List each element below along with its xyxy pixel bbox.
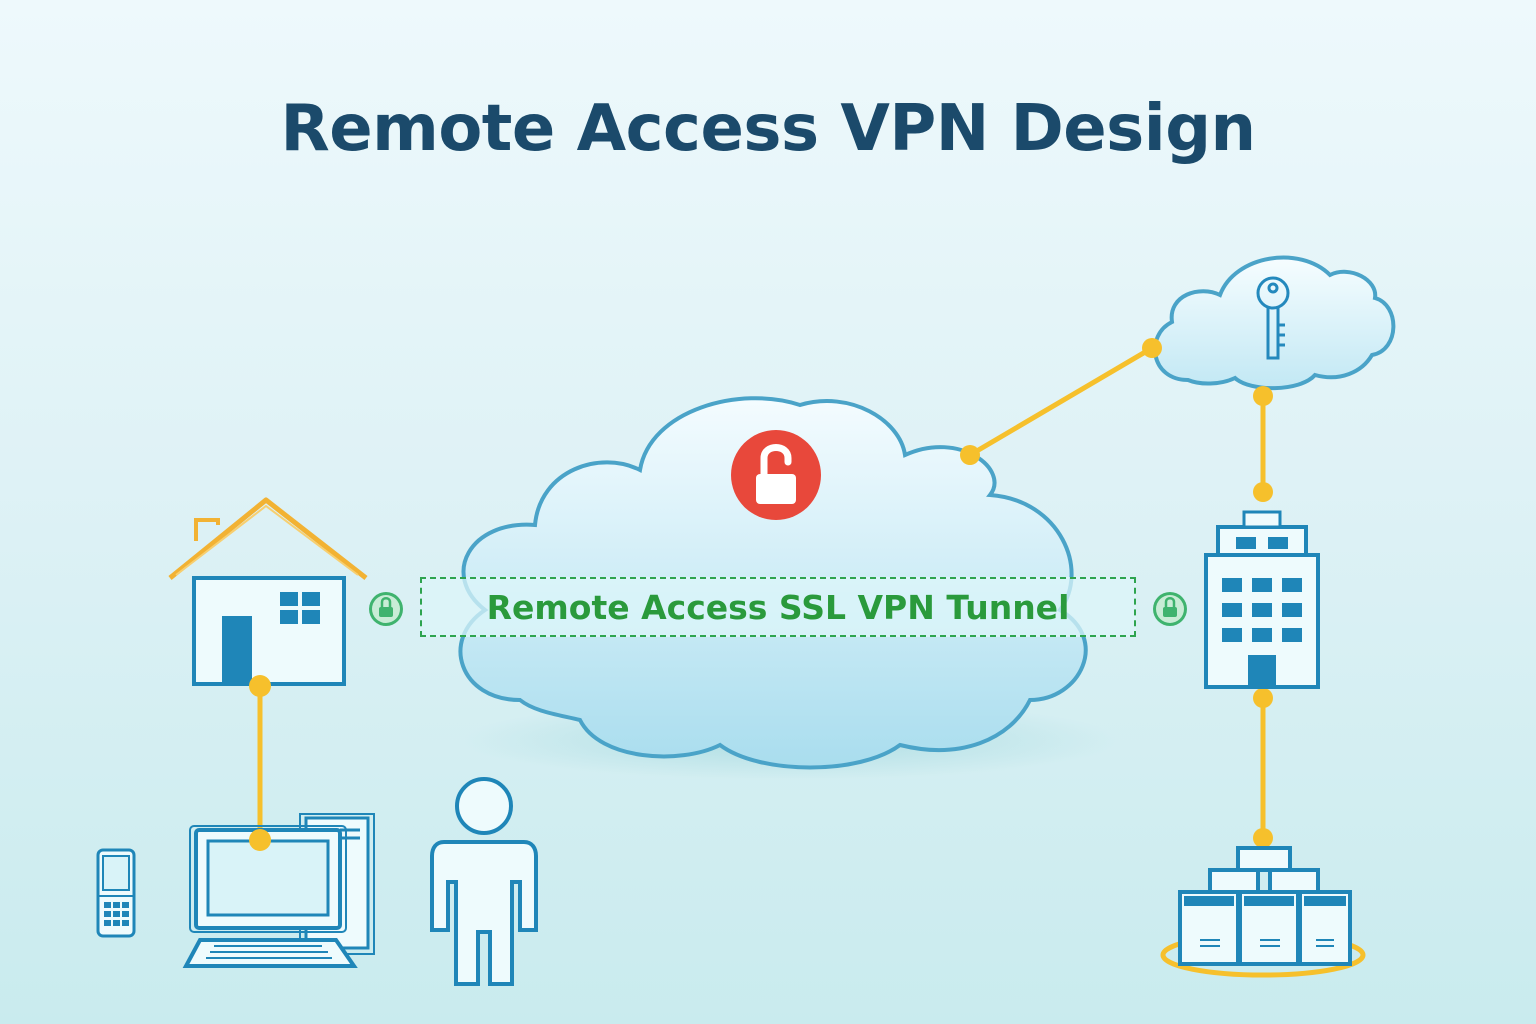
lock-icon-right xyxy=(1153,592,1187,626)
connector-dots xyxy=(960,338,1273,848)
server-rack-icon xyxy=(1160,846,1366,978)
vpn-tunnel: Remote Access SSL VPN Tunnel xyxy=(420,577,1136,637)
connector-dot-laptop xyxy=(249,829,271,851)
connector-cloud-auth xyxy=(967,345,1155,458)
lock-icon-left xyxy=(369,592,403,626)
key-icon xyxy=(1256,276,1290,360)
page-title: Remote Access VPN Design xyxy=(280,92,1256,166)
mobile-phone-icon xyxy=(96,848,136,938)
house-icon xyxy=(168,497,368,686)
connector-dot-home xyxy=(249,675,271,697)
office-building-icon xyxy=(1204,510,1320,689)
tunnel-label: Remote Access SSL VPN Tunnel xyxy=(486,587,1070,627)
auth-cloud-icon xyxy=(1153,255,1396,391)
unlocked-padlock-icon xyxy=(731,430,821,520)
laptop-icon xyxy=(182,825,358,968)
connector-lines xyxy=(257,345,1266,843)
user-icon xyxy=(430,777,538,986)
